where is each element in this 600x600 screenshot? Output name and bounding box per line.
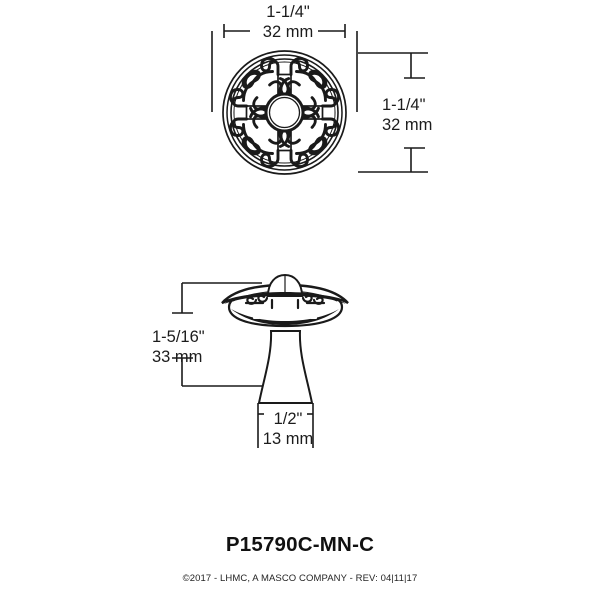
dimension-label-left-projection: 1-5/16" 33 mm: [152, 327, 242, 367]
top-view-rosette: [222, 50, 347, 175]
side-view-knob: [221, 273, 349, 404]
dimension-base-metric: 13 mm: [262, 430, 314, 448]
dimension-label-top-width: 1-1/4" 32 mm: [252, 2, 324, 42]
copyright-notice: ©2017 - LHMC, A MASCO COMPANY - REV: 04|…: [182, 573, 418, 584]
dimension-label-right-height: 1-1/4" 32 mm: [382, 95, 472, 135]
dimension-left-imperial: 1-5/16": [152, 328, 205, 346]
dimension-top-imperial: 1-1/4": [266, 3, 310, 21]
dimension-label-base-width: 1/2" 13 mm: [256, 409, 320, 449]
dimension-right-metric: 32 mm: [382, 116, 433, 134]
dimension-base-imperial: 1/2": [273, 410, 303, 428]
dimension-top-metric: 32 mm: [262, 23, 314, 41]
dimension-top-width: [211, 24, 358, 112]
dimension-right-imperial: 1-1/4": [382, 96, 426, 114]
dimension-left-metric: 33 mm: [152, 348, 203, 366]
dimension-left-projection: [172, 282, 262, 387]
dimension-base-width: [257, 403, 314, 448]
model-number-label: P15790C-MN-C: [225, 533, 375, 556]
dimension-right-height: [358, 52, 428, 173]
knob-stem: [257, 330, 314, 404]
